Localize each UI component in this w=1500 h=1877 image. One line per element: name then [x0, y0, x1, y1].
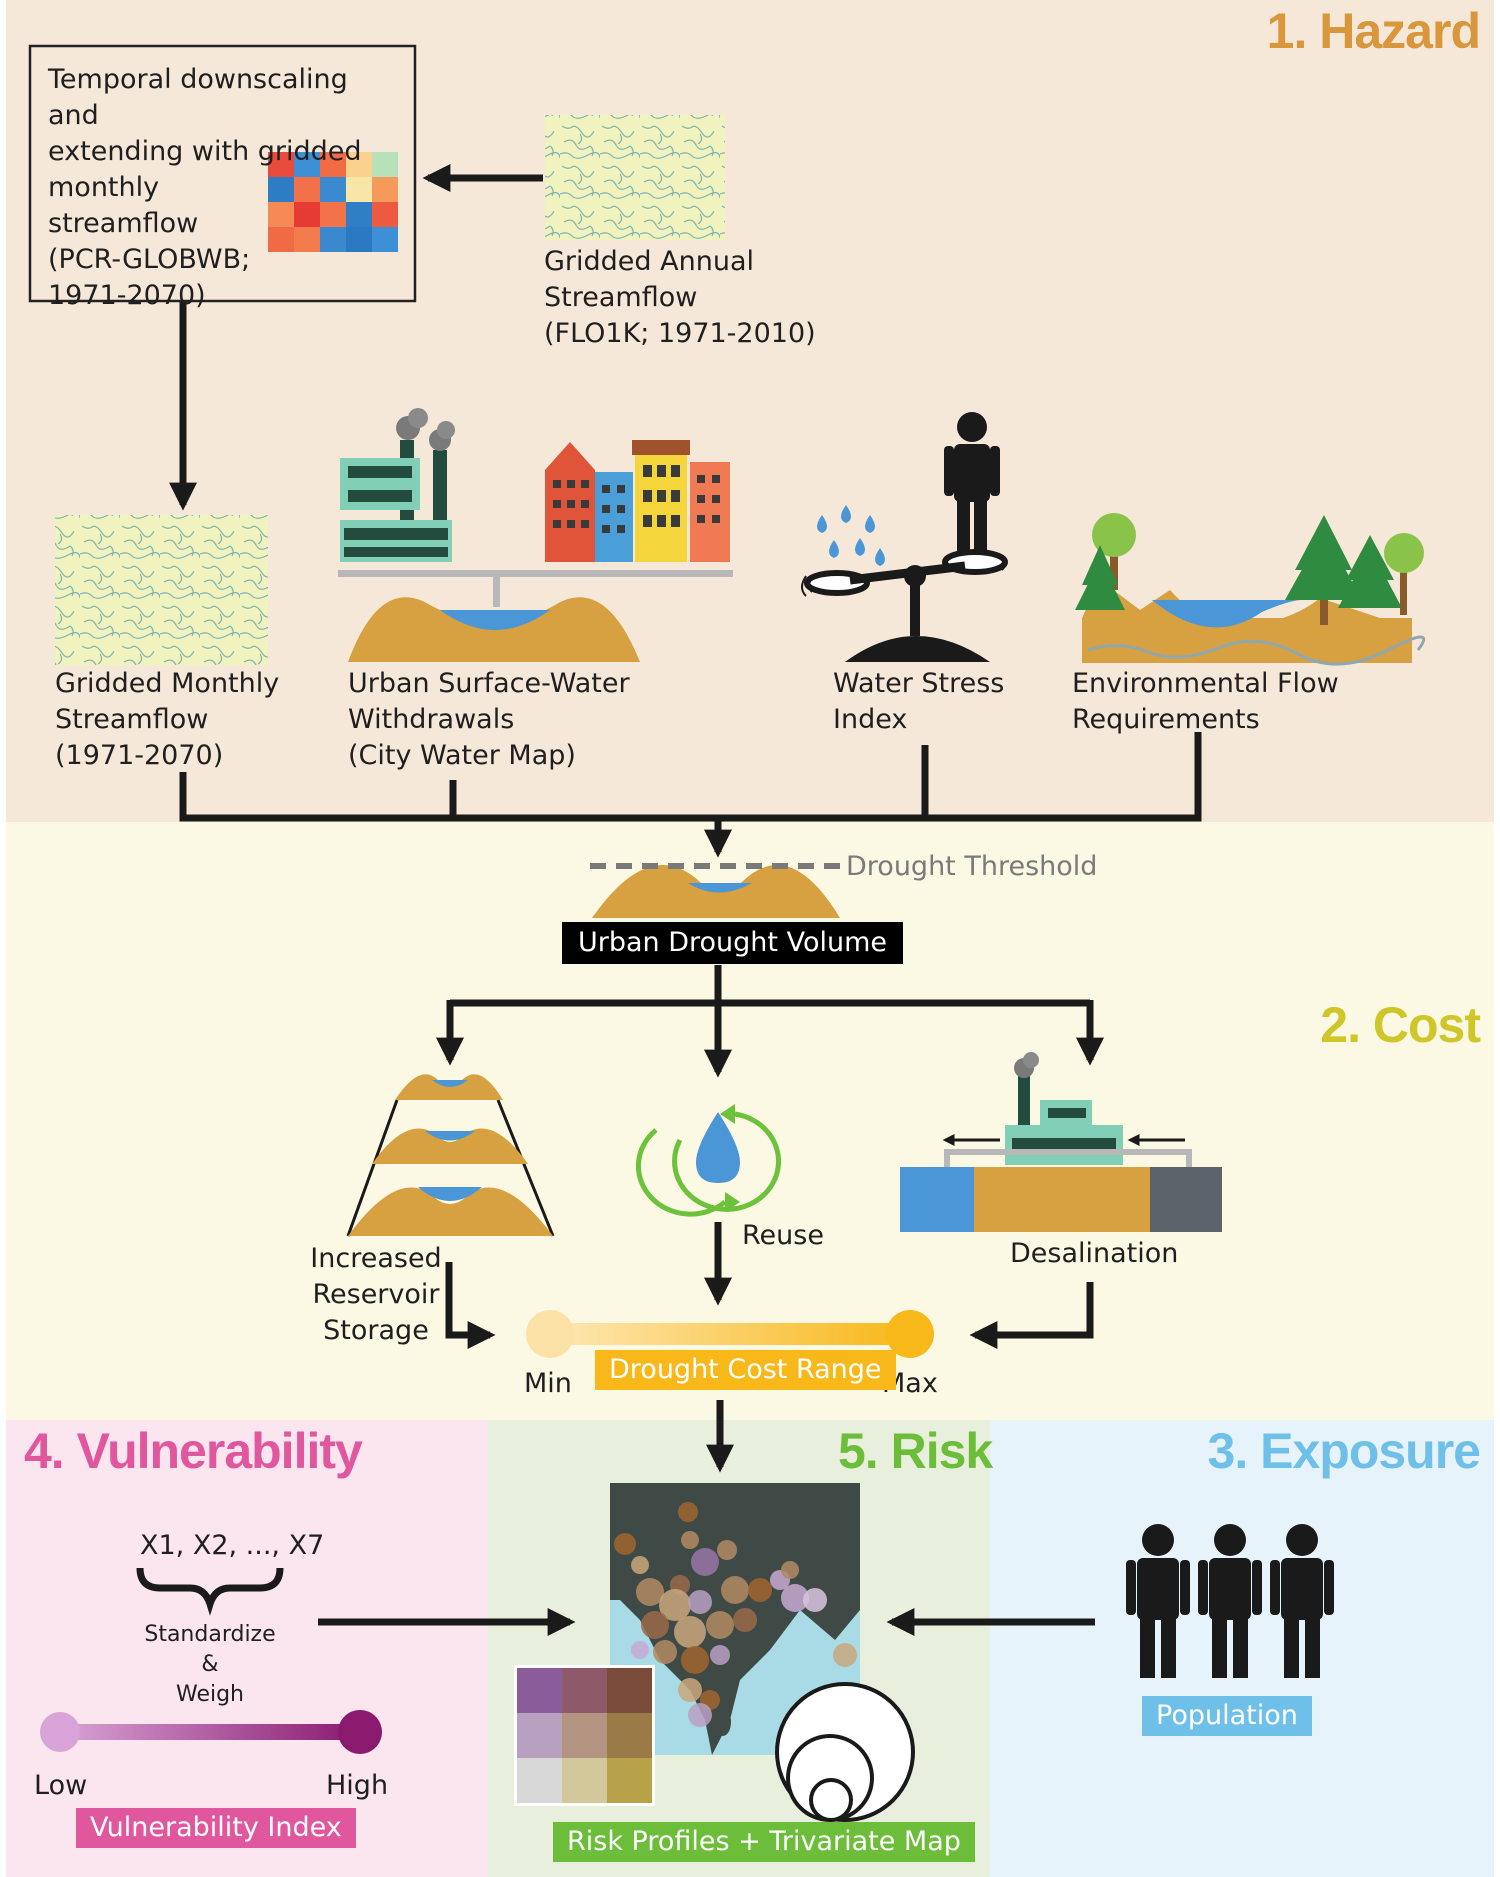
water-stress-line: Index [833, 704, 908, 735]
vulnerability-high-label: High [326, 1770, 389, 1801]
downscaling-line: monthly [48, 172, 160, 203]
cost-range-bar [526, 1310, 934, 1358]
downscaling-box [28, 44, 417, 303]
env-flow-line: Environmental Flow [1072, 668, 1339, 699]
env-flow-label: Environmental Flow Requirements [1072, 666, 1339, 738]
standardize-steps: Standardize & Weigh [120, 1620, 300, 1710]
exposure-title: 3. Exposure [1207, 1423, 1481, 1479]
withdrawals-line: Urban Surface-Water [348, 668, 630, 699]
vulnerability-panel [6, 1420, 488, 1877]
water-stress-line: Water Stress [833, 668, 1005, 699]
environmental-flow-illustration [1075, 513, 1426, 666]
water-stress-label: Water Stress Index [833, 666, 1004, 738]
reuse-icon [635, 1104, 782, 1217]
variables-label: X1, X2, ..., X7 [140, 1530, 325, 1561]
population-icon [1126, 1524, 1334, 1678]
withdrawals-label: Urban Surface-Water Withdrawals (City Wa… [348, 666, 630, 774]
population-label: Population [1142, 1696, 1312, 1736]
downscaling-line: 1971-2070) [48, 280, 206, 311]
vulnerability-low-label: Low [34, 1770, 88, 1801]
risk-output-label: Risk Profiles + Trivariate Map [553, 1822, 975, 1862]
drought-threshold-label: Drought Threshold [846, 851, 1098, 882]
withdrawals-line: Withdrawals [348, 704, 515, 735]
variables-brace [136, 1567, 284, 1616]
cost-range-label: Drought Cost Range [595, 1350, 896, 1390]
monthly-streamflow-map [55, 515, 268, 665]
downscaling-text: Temporal downscaling and extending with … [48, 62, 393, 314]
drought-volume-label: Urban Drought Volume [562, 922, 904, 964]
hazard-panel [6, 0, 1494, 822]
monthly-streamflow-label: Gridded Monthly Streamflow (1971-2070) [55, 666, 279, 774]
drought-threshold-illustration [590, 863, 840, 918]
standardize-step: Standardize [144, 1622, 276, 1647]
monthly-streamflow-line: (1971-2070) [55, 740, 224, 771]
reservoir-line: Storage [323, 1315, 429, 1346]
desalination-illustration [900, 1052, 1222, 1232]
urban-withdrawals-illustration [338, 408, 733, 662]
reuse-label: Reuse [742, 1220, 824, 1251]
cost-title: 2. Cost [1320, 997, 1481, 1053]
downscaling-line: (PCR-GLOBWB; [48, 244, 251, 275]
vulnerability-index-label: Vulnerability Index [76, 1808, 356, 1848]
monthly-streamflow-line: Streamflow [55, 704, 209, 735]
env-flow-line: Requirements [1072, 704, 1260, 735]
vulnerability-title: 4. Vulnerability [24, 1423, 363, 1479]
annual-streamflow-line: (FLO1K; 1971-2010) [544, 318, 816, 349]
monthly-streamflow-line: Gridded Monthly [55, 668, 280, 699]
downscaling-line: extending with gridded [48, 136, 362, 167]
water-stress-illustration [801, 412, 1008, 662]
monthly-streamflow-heatmap [268, 152, 398, 252]
risk-map [514, 1483, 915, 1822]
hazard-title: 1. Hazard [1266, 3, 1481, 59]
desalination-label: Desalination [1010, 1238, 1179, 1269]
cost-min-label: Min [524, 1368, 572, 1399]
risk-title: 5. Risk [838, 1423, 993, 1479]
annual-streamflow-line: Gridded Annual [544, 246, 754, 277]
reservoir-line: Increased [310, 1243, 442, 1274]
vulnerability-scale-bar [40, 1710, 382, 1754]
annual-streamflow-label: Gridded Annual Streamflow (FLO1K; 1971-2… [544, 244, 816, 352]
annual-streamflow-map [545, 115, 725, 240]
standardize-step: Weigh [175, 1682, 245, 1707]
reservoir-line: Reservoir [312, 1279, 440, 1310]
downscaling-line: streamflow [48, 208, 199, 239]
withdrawals-line: (City Water Map) [348, 740, 576, 771]
reservoir-label: Increased Reservoir Storage [300, 1241, 452, 1349]
annual-streamflow-line: Streamflow [544, 282, 698, 313]
reservoir-storage-illustration [346, 1074, 555, 1237]
standardize-step: & [201, 1652, 219, 1677]
downscaling-line: Temporal downscaling and [48, 64, 348, 131]
